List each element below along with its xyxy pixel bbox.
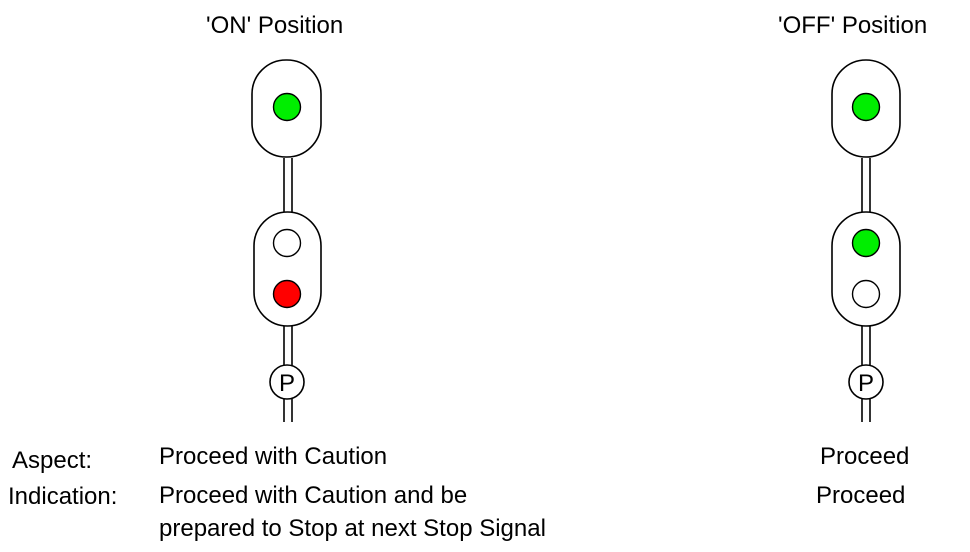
on-lower-lamp-2 [272, 279, 302, 309]
on-signal: P [251, 59, 322, 422]
off-p-plate [848, 364, 884, 400]
indication-label: Indication: [8, 483, 118, 510]
on-p-plate [269, 364, 305, 400]
off-lower-lamp-1 [851, 228, 881, 258]
off-top-lamp-1 [851, 92, 881, 122]
off-signal: P [831, 59, 901, 422]
on-p-plate-letter: P [279, 370, 295, 397]
off-indication-value: Proceed [816, 482, 906, 509]
off-aspect-value: Proceed [820, 443, 910, 470]
on-lower-lamp-1 [272, 228, 302, 258]
on-top-lamp-1 [272, 92, 302, 122]
on-lower-head [253, 211, 322, 327]
aspect-label: Aspect: [12, 447, 93, 474]
off-lower-head [831, 211, 901, 327]
off-heading: 'OFF' Position [778, 12, 928, 39]
on-indication-line-2: prepared to Stop at next Stop Signal [159, 515, 546, 542]
off-p-plate-letter: P [858, 370, 874, 397]
on-heading: 'ON' Position [206, 12, 344, 39]
on-indication-line-1: Proceed with Caution and be [159, 482, 468, 509]
on-aspect-value: Proceed with Caution [159, 443, 388, 470]
off-lower-lamp-2 [851, 279, 881, 309]
